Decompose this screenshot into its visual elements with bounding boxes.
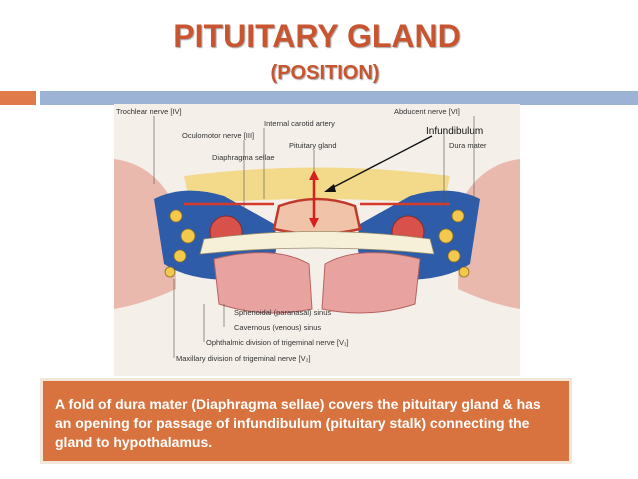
page-title: PITUITARY GLAND <box>173 18 461 54</box>
label-dura: Dura mater <box>449 141 487 150</box>
label-cavernous: Cavernous (venous) sinus <box>234 323 321 332</box>
page-subtitle: (POSITION) <box>270 62 380 84</box>
accent-band-orange <box>0 91 36 105</box>
label-sphenoidal: Sphenoidal (paranasal) sinus <box>234 308 331 317</box>
pituitary-diagram: Trochlear nerve [IV] Abducent nerve [VI]… <box>114 104 520 376</box>
label-maxillary: Maxillary division of trigeminal nerve [… <box>176 354 311 363</box>
caption-box: A fold of dura mater (Diaphragma sellae)… <box>40 378 572 464</box>
label-internal-carotid: Internal carotid artery <box>264 119 335 128</box>
label-oculomotor: Oculomotor nerve [III] <box>182 131 254 140</box>
label-trochlear: Trochlear nerve [IV] <box>116 107 182 116</box>
label-abducent: Abducent nerve [VI] <box>394 107 460 116</box>
label-infundibulum: Infundibulum <box>426 126 483 137</box>
label-pituitary: Pituitary gland <box>289 141 337 150</box>
accent-band-blue <box>40 91 638 105</box>
label-diaphragma: Diaphragma sellae <box>212 153 275 162</box>
diagram-svg: Trochlear nerve [IV] Abducent nerve [VI]… <box>114 104 520 376</box>
label-ophthalmic: Ophthalmic division of trigeminal nerve … <box>206 338 349 347</box>
